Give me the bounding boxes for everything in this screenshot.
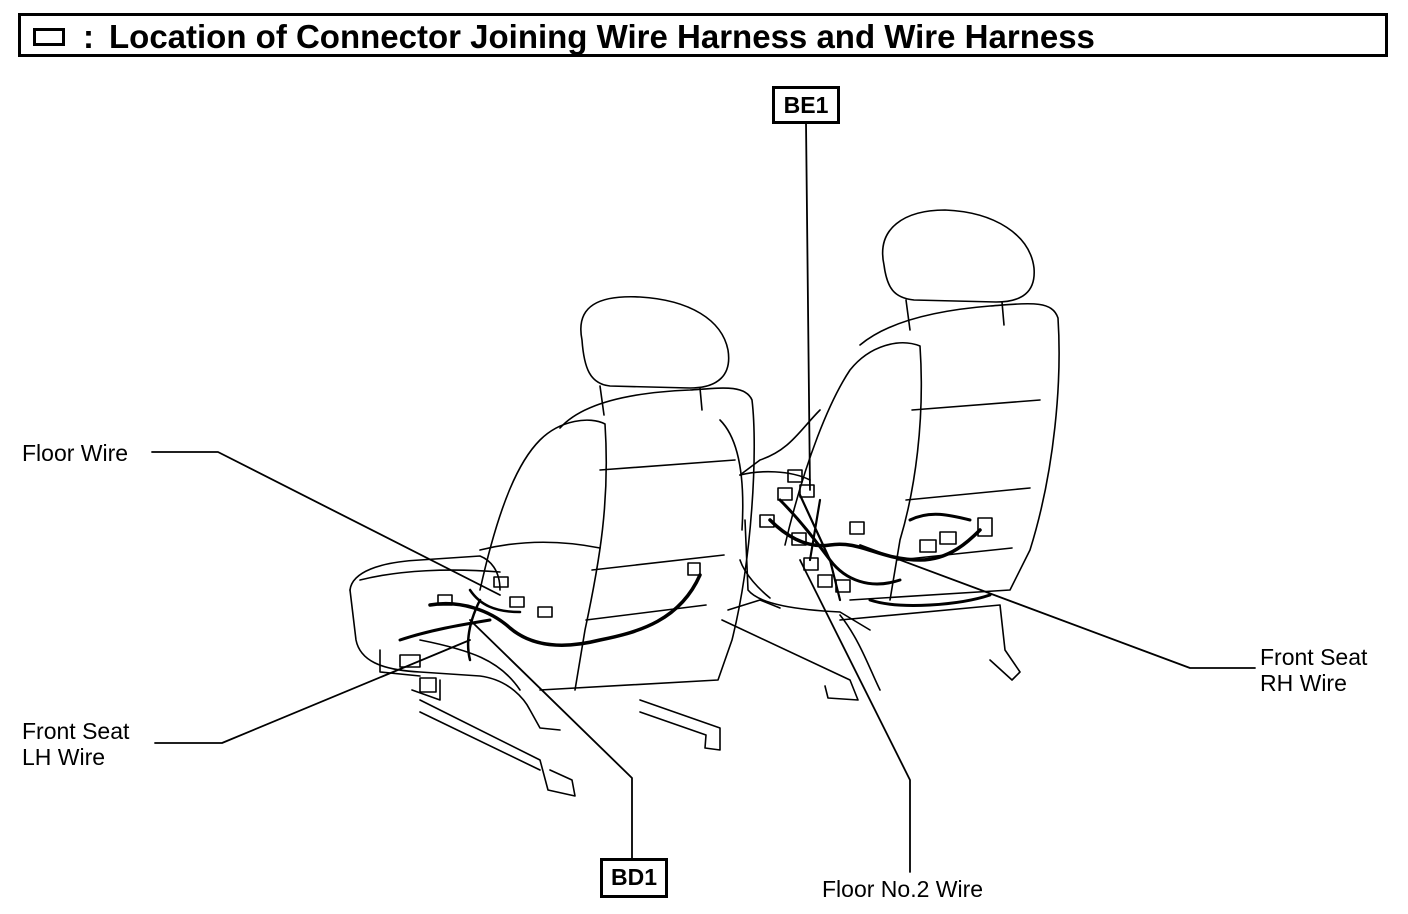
- floor-no2-wire-label: Floor No.2 Wire: [822, 876, 983, 902]
- front-seat-rh-line2: RH Wire: [1260, 670, 1347, 696]
- floor-wire-label: Floor Wire: [22, 440, 128, 466]
- bd1-leader: [469, 619, 633, 859]
- front-seat-rh-label: Front Seat RH Wire: [1260, 644, 1367, 696]
- be1-leader: [805, 121, 811, 491]
- connector-be1: BE1: [772, 86, 840, 124]
- title-colon: :: [83, 18, 94, 55]
- floor-wire-text: Floor Wire: [22, 440, 129, 466]
- floor-no2-wire-text: Floor No.2 Wire: [822, 876, 984, 902]
- left-seat: [349, 295, 756, 797]
- connector-box-icon: [33, 28, 65, 46]
- floor-wire-leader: [151, 451, 501, 596]
- title-bar: : Location of Connector Joining Wire Har…: [18, 13, 1388, 57]
- front-seat-lh-leader: [154, 639, 471, 744]
- front-seat-lh-line2: LH Wire: [22, 744, 106, 770]
- leader-lines: [151, 121, 1256, 873]
- connector-bd1: BD1: [600, 858, 668, 898]
- front-seat-lh-line1: Front Seat: [22, 718, 130, 744]
- front-seat-lh-label: Front Seat LH Wire: [22, 718, 129, 770]
- right-seat: [721, 209, 1060, 701]
- front-seat-rh-line1: Front Seat: [1260, 644, 1368, 670]
- page-title: Location of Connector Joining Wire Harne…: [109, 18, 1095, 55]
- front-seat-rh-leader: [859, 544, 1256, 669]
- floor-no2-leader: [799, 559, 911, 873]
